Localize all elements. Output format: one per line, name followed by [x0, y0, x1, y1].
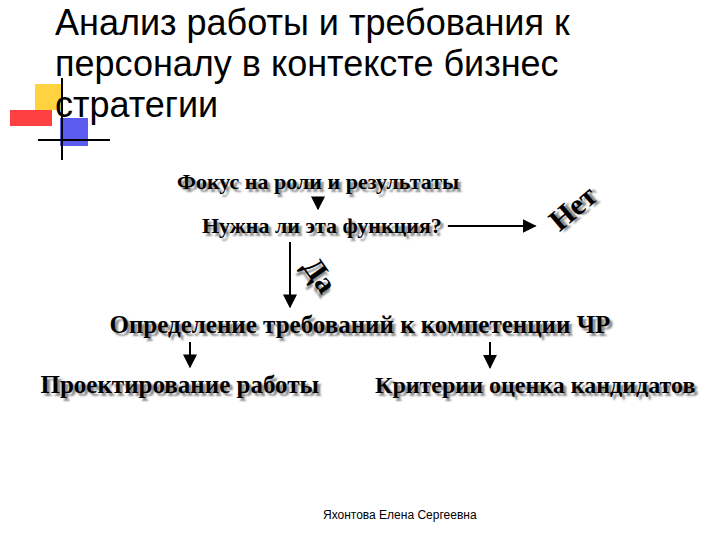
node-text: Проектирование работы: [41, 371, 320, 399]
text-node: Определение требований к компетенции ЧР: [106, 309, 615, 341]
arrow-connector: [317, 198, 319, 209]
author-note: Яхонтова Елена Сергеевна: [323, 508, 477, 522]
text-node: Критерии оценка кандидатов: [371, 370, 699, 401]
node-text: Нужна ли эта функция?: [202, 213, 442, 239]
node-text: Определение требований к компетенции ЧР: [110, 311, 611, 339]
text-node: Проектирование работы: [37, 369, 324, 401]
slide-title: Анализ работы и требования к персоналу в…: [55, 2, 675, 125]
text-node: Нужна ли эта функция?: [198, 211, 446, 241]
red-square: [10, 110, 52, 126]
node-text: Нет: [542, 178, 603, 237]
arrow-connector: [189, 342, 191, 367]
arrow-connector: [448, 225, 535, 227]
arrow-connector: [289, 242, 291, 307]
arrow-connector: [489, 342, 491, 368]
edge-label: Да: [296, 250, 344, 299]
deco-line: [38, 139, 110, 141]
answer-node: Нет: [537, 174, 607, 241]
node-text: Фокус на роли и результаты: [177, 169, 459, 195]
text-node: Фокус на роли и результаты: [173, 167, 463, 197]
node-text: Критерии оценка кандидатов: [375, 372, 695, 399]
